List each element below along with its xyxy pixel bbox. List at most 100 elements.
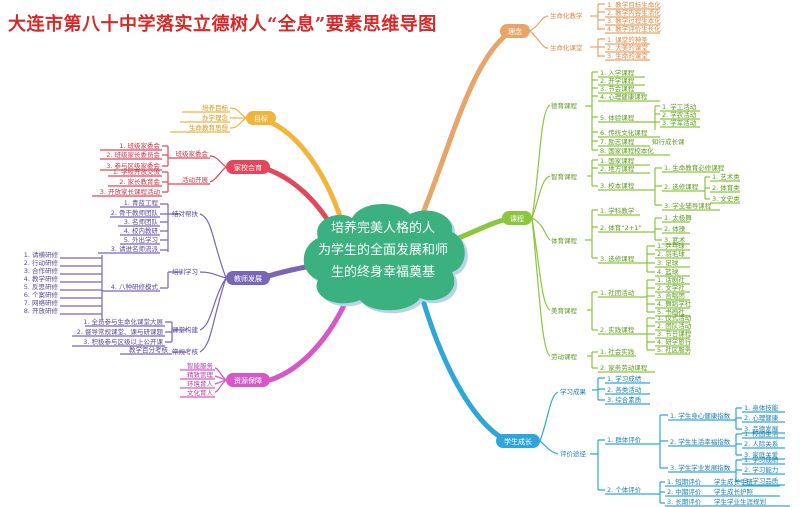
curriculum-item: 2. 实践课程 [600,325,635,334]
home-sub-label: 活动开展 [182,175,209,184]
trunk-goal [257,115,348,235]
teacher-item: 3. 请进名师流派 [111,244,159,253]
curriculum-detail: 4. 舞蹈学社 [657,299,692,308]
student-item: 2. 各类活动 [607,385,642,394]
student-detail: 1. 校园生活 [744,429,779,438]
curriculum-detail: 3. 学业辅导课程 [664,201,712,210]
home-item: 2. 家长教育会 [119,177,160,186]
curriculum-detail: 2. 学农活动 [662,110,697,119]
curriculum-item: 1. 社团活动 [600,288,635,297]
student-detail: 1. 身体技能 [744,403,779,412]
concept-item: 3. 教学过程生本化 [607,16,661,25]
student-detail: 2. 学习能力 [744,465,778,474]
teacher-lines [60,203,227,355]
student-record: 学生学业生涯规划 [714,497,766,506]
concept-item: 2. 教学内容生活化 [607,8,661,17]
student-sub-label: 评价途径 [560,449,587,458]
home-item: 3. 开放家长课程活动 [100,187,161,196]
student-detail: 3. 家庭关爱 [744,450,779,459]
branch-label-home: 家校合育 [234,163,262,172]
concept-lines [529,3,660,61]
branch-label-resource: 资源保障 [234,376,262,385]
teacher-sub-label: 课堂构建 [172,325,199,334]
student-item: 3. 综合素质 [607,395,642,404]
curriculum-item: 6. 传统文化课程 [600,128,648,137]
teacher-item: 教学百分考核 [129,345,169,354]
curriculum-item: 3. 节会课程 [600,84,635,93]
teacher-item: 5. 反思研修 [24,282,59,291]
curriculum-item: 5. 体验课程 [600,113,635,122]
curriculum-item: 2. 地方课程 [600,164,635,173]
teacher-item: 1. 请横研修 [24,250,59,259]
curriculum-item: 3. 校本课程 [600,181,635,190]
student-record: 学生成长手册 [714,477,754,486]
teacher-item: 2. 骨干教师团队 [111,208,159,217]
home-item: 3. 参与区级家委会 [106,161,160,170]
student-individual: 3. 长期评价 [667,497,702,506]
teacher-item: 3. 合作研修 [24,266,59,275]
student-item: 1. 学习成绩 [607,374,642,383]
student-item: 1. 群体评价 [607,435,642,444]
teacher-mode: 4. 八种研修模式 [111,282,159,291]
teacher-sub-label: 培训学习 [172,267,198,276]
teacher-item: 4. 校内教研 [124,226,159,235]
concept-item: 2. 大美的课堂 [607,43,648,52]
teacher-item: 3. 名师团队 [124,217,159,226]
student-group: 2. 学生生活幸福指数 [670,437,731,446]
home-lines [92,145,227,197]
curriculum-text: 德育课程 智育课程 体育课程 美育课程 劳动课程 1. 入学课程 2. 开学课程… [551,68,740,372]
curriculum-item: 1. 学科教学 [600,206,635,215]
curriculum-sub-label: 德育课程 [551,101,578,110]
curriculum-detail: 1. 太极舞 [664,213,692,222]
curriculum-item: 4. 心理健康课程 [600,92,648,101]
teacher-item: 7. 网络研修 [24,298,59,307]
center-line: 为学生的全面发展和师 [317,243,448,258]
branch-label-curriculum: 课程 [510,214,524,223]
curriculum-item: 8. 国家课程校本化 [600,146,654,155]
curriculum-detail: 1. 仪式活动 [657,313,692,322]
curriculum-sub-label: 体育课程 [551,236,578,245]
curriculum-art: 1. 艺术类 [712,172,740,181]
center-text: 培养完美人格的人 为学生的全面发展和师 生的终身幸福奠基 [316,218,450,284]
goal-item: 办学理念 [202,113,229,122]
curriculum-detail: 2. 团队活动 [657,321,692,330]
curriculum-detail: 3. 合唱团 [657,291,685,300]
home-sub-label: 班级家委会 [176,149,209,158]
curriculum-sub-label: 劳动课程 [551,352,578,361]
branch-pills [226,24,540,448]
concept-item: 4. 教学评价生长化 [607,24,661,33]
page-title: 大连市第八十中学落实立德树人“全息”要素思维导图 [8,14,437,35]
concept-item: 1. 教学目标生命化 [607,0,661,9]
student-lines [539,377,790,507]
student-group: 1. 学生身心健康指数 [670,411,731,420]
curriculum-sub-label: 美育课程 [551,306,578,315]
resource-item: 精致管理 [187,370,214,379]
curriculum-detail: 3. 节日课程 [657,329,692,338]
teacher-item: 5. 外出学习 [124,235,158,244]
curriculum-item: 3. 选修课程 [600,254,635,263]
resource-item: 环境育人 [187,379,214,388]
home-item: 2. 班级家长委员会 [106,150,160,159]
student-record: 学生成长护照 [714,487,754,496]
center-node [303,203,468,314]
curriculum-detail: 5. 社区服务 [657,345,692,354]
teacher-item: 6. 个案研修 [24,290,59,299]
curriculum-art: 3. 文史类 [712,194,740,203]
student-detail: 2. 心理健康 [744,413,779,422]
curriculum-item: 1. 社会实践 [600,347,635,356]
teacher-item: 1. 全员参与生命化课堂大展 [83,317,163,326]
goal-lines [170,107,247,133]
concept-item: 1. 课堂的神圣 [607,35,648,44]
student-text: 学习成果 评价途径 1. 学习成绩 2. 各类活动 3. 综合素质 1. 群体评… [560,374,779,506]
curriculum-note: 知行成长课 [652,137,685,146]
student-individual: 2. 中期评价 [667,487,702,496]
curriculum-detail: 1. 生命教育必修课程 [664,163,725,172]
teacher-item: 4. 教学研修 [24,274,59,283]
curriculum-detail: 3. 武术 [664,235,686,244]
home-item: 1. 学校开放交流 [113,167,161,176]
curriculum-sub-label: 智育课程 [551,172,578,181]
curriculum-detail: 1. 话剧社 [657,275,685,284]
curriculum-detail: 4. 篮球 [657,267,679,276]
curriculum-detail: 1. 乒乓球 [657,241,685,250]
home-item: 1. 班级家委会 [119,141,160,150]
